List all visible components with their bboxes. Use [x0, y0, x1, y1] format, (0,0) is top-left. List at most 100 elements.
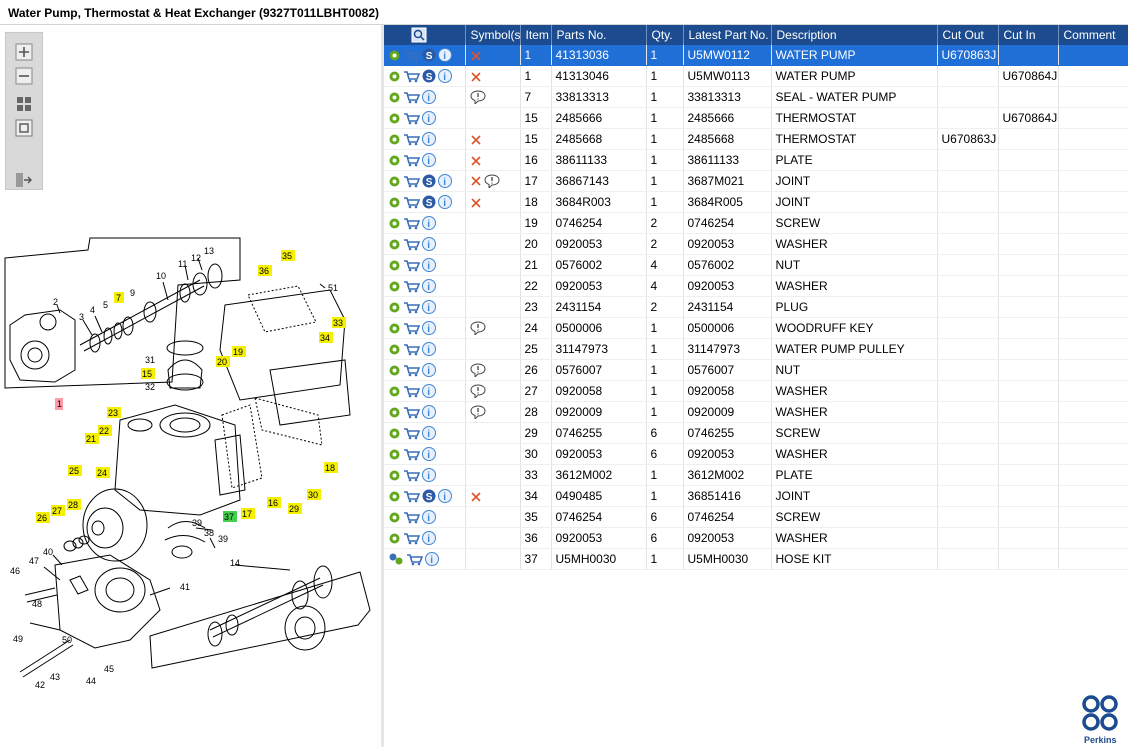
row-symbols: [465, 128, 521, 150]
fit-button[interactable]: [14, 95, 34, 113]
cart-icon: [404, 344, 420, 356]
cell-description: WATER PUMP: [771, 45, 938, 66]
row-actions[interactable]: i: [384, 380, 466, 402]
svg-text:i: i: [430, 555, 433, 566]
header-qty[interactable]: Qty.: [646, 25, 684, 45]
cell-qty: 2: [646, 296, 684, 318]
zoom-out-button[interactable]: [14, 67, 34, 85]
svg-text:S: S: [426, 198, 433, 209]
row-symbols: [465, 317, 521, 339]
row-actions[interactable]: i: [384, 527, 466, 549]
zoom-in-button[interactable]: [14, 43, 34, 61]
cell-item: 15: [520, 107, 552, 129]
info-icon: i: [422, 510, 436, 525]
supersession-icon: S: [422, 48, 436, 62]
header-cut-out[interactable]: Cut Out: [937, 25, 999, 45]
row-actions[interactable]: i: [384, 317, 466, 339]
row-actions[interactable]: i: [384, 359, 466, 381]
cell-comment: [1058, 443, 1128, 465]
row-actions[interactable]: i: [384, 86, 466, 108]
cell-description: NUT: [771, 254, 938, 276]
row-actions[interactable]: i: [384, 422, 466, 444]
header-comment[interactable]: Comment: [1058, 25, 1128, 45]
row-actions[interactable]: i: [384, 338, 466, 360]
row-actions[interactable]: i: [384, 401, 466, 423]
header-item[interactable]: Item: [520, 25, 552, 45]
header-latest-part-no[interactable]: Latest Part No.: [683, 25, 772, 45]
cell-item: 29: [520, 422, 552, 444]
cell-cut-in: [998, 296, 1059, 318]
row-actions[interactable]: i: [384, 275, 466, 297]
info-icon: i: [422, 384, 436, 399]
actual-size-button[interactable]: [14, 119, 34, 137]
cell-item: 16: [520, 149, 552, 171]
cell-parts-no: 41313046: [551, 65, 647, 87]
header-actions[interactable]: [384, 25, 466, 45]
cell-comment: [1058, 380, 1128, 402]
row-actions[interactable]: i: [384, 233, 466, 255]
row-actions[interactable]: i: [384, 296, 466, 318]
header-description[interactable]: Description: [771, 25, 938, 45]
header-symbols[interactable]: Symbol(s): [465, 25, 521, 45]
row-actions[interactable]: i: [384, 464, 466, 486]
svg-text:50: 50: [62, 635, 72, 645]
svg-text:11: 11: [178, 259, 187, 269]
header-cut-in[interactable]: Cut In: [998, 25, 1059, 45]
svg-text:51: 51: [328, 283, 338, 293]
svg-text:39: 39: [218, 534, 228, 544]
cell-cut-in: [998, 212, 1059, 234]
cart-icon: [404, 365, 420, 377]
header-parts-no[interactable]: Parts No.: [551, 25, 647, 45]
cell-cut-in: [998, 359, 1059, 381]
cart-icon: [404, 323, 420, 335]
row-actions[interactable]: i: [384, 506, 466, 528]
row-actions[interactable]: i: [384, 212, 466, 234]
row-actions[interactable]: i: [384, 443, 466, 465]
row-actions[interactable]: i: [384, 149, 466, 171]
row-actions[interactable]: i: [384, 128, 466, 150]
gear-icon: [389, 113, 400, 124]
svg-text:i: i: [427, 450, 430, 461]
title-bar: Water Pump, Thermostat & Heat Exchanger …: [0, 0, 1128, 25]
row-actions[interactable]: i: [384, 254, 466, 276]
row-actions[interactable]: i: [384, 107, 466, 129]
row-actions[interactable]: i: [384, 548, 466, 570]
svg-text:28: 28: [68, 500, 78, 510]
pane-splitter[interactable]: [381, 25, 384, 747]
cell-latest-part-no: 36851416: [683, 485, 772, 507]
cart-icon: [404, 491, 420, 503]
export-button[interactable]: [14, 171, 34, 189]
